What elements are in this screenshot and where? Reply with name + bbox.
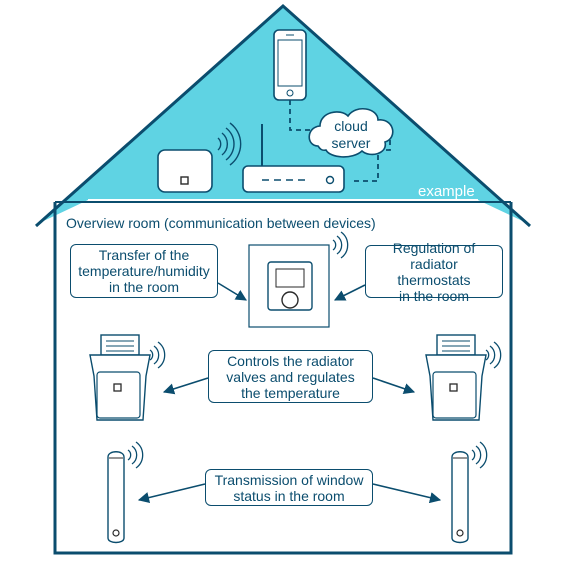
wireless-signal-icon: [217, 122, 242, 166]
wireless-signal-icon: [485, 341, 502, 369]
callout-controls-text: Controls the radiator valves and regulat…: [226, 352, 355, 401]
roof-outline: [35, 3, 531, 228]
wireless-signal-icon: [149, 341, 166, 369]
smartphone-icon: [273, 29, 307, 101]
wireless-signal-icon: [127, 441, 144, 469]
callout-window-text: Transmission of window status in the roo…: [214, 471, 364, 504]
arrows: [137, 282, 442, 504]
window-contact-icon: [107, 451, 125, 544]
wall-thermostat-icon: [248, 244, 330, 328]
room-title: Overview room (communication between dev…: [66, 215, 376, 231]
cloud-server-label: cloud server: [331, 118, 371, 151]
home-gateway-icon: [157, 149, 213, 193]
radiator-thermostat-icon: [89, 334, 151, 421]
callout-regulation-text: Regulation of radiator thermostats in th…: [392, 239, 476, 304]
callout-regulation: Regulation of radiator thermostats in th…: [365, 240, 503, 304]
wireless-signal-icon: [332, 231, 349, 259]
wireless-signal-icon: [471, 441, 488, 469]
callout-window: Transmission of window status in the roo…: [205, 469, 373, 506]
callout-transfer: Transfer of the temperature/humidity in …: [70, 244, 218, 298]
router-icon: [242, 124, 345, 193]
window-contact-icon: [451, 451, 469, 544]
cloud-icon: [308, 108, 394, 158]
callout-transfer-text: Transfer of the temperature/humidity in …: [78, 247, 210, 295]
radiator-thermostat-icon: [425, 334, 487, 421]
house-walls: [53, 202, 513, 555]
example-label: example: [418, 183, 475, 200]
callout-controls: Controls the radiator valves and regulat…: [208, 350, 373, 403]
